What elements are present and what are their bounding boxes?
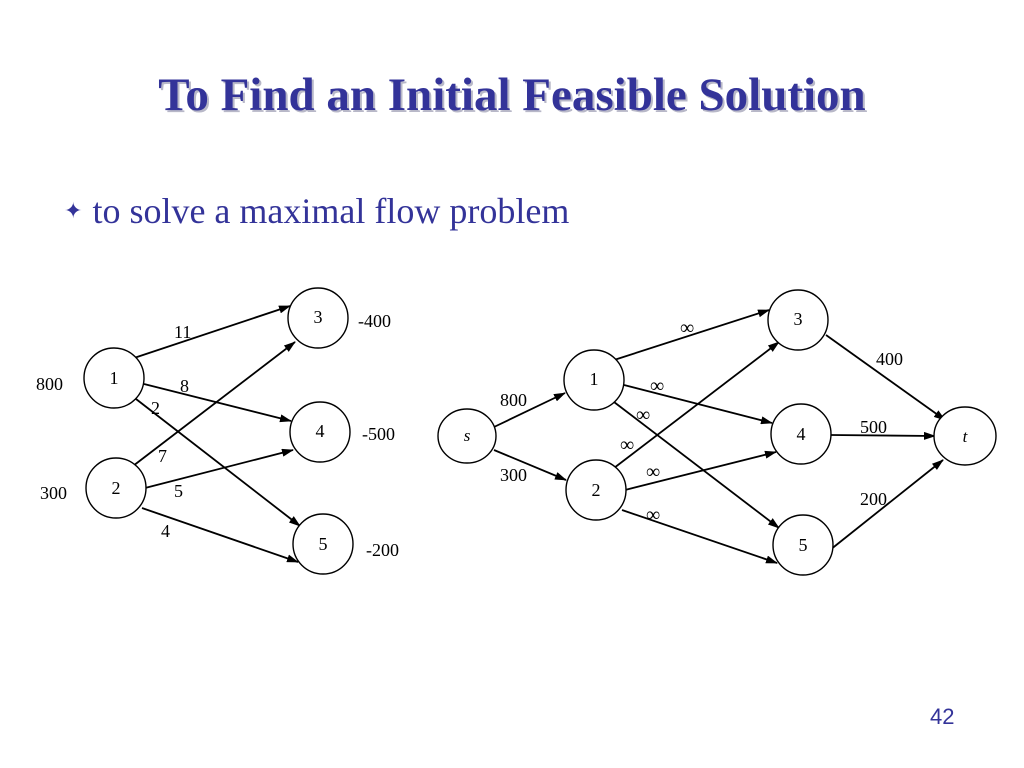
node-label: 5 xyxy=(319,534,328,554)
demand-node-3: -400 xyxy=(358,311,391,331)
edge-label-2-4: 5 xyxy=(174,481,183,501)
edge-2-5 xyxy=(141,507,299,563)
edge-label-1-4: 8 xyxy=(180,376,189,396)
edge-2-4 xyxy=(144,448,294,489)
edge-1-5 xyxy=(135,398,301,527)
page-number: 42 xyxy=(930,704,955,729)
node-5: 5 xyxy=(292,513,354,575)
edge-label-2-5: 4 xyxy=(161,521,170,541)
edge-label-1-5: 2 xyxy=(151,398,160,418)
edge-label-2-4: ∞ xyxy=(646,461,660,483)
edge-1-5 xyxy=(613,401,780,529)
supply-node-1: 800 xyxy=(36,374,63,394)
edge-2-3 xyxy=(613,341,780,469)
node-label: 3 xyxy=(314,307,323,327)
edge-s-2 xyxy=(493,449,567,481)
edge-label-1-3: ∞ xyxy=(680,317,694,339)
node-3: 3 xyxy=(287,287,349,349)
edge-1-4 xyxy=(143,383,292,423)
edge-label-1-3: 11 xyxy=(174,322,191,342)
node-label: 4 xyxy=(316,421,325,441)
node-label: 3 xyxy=(794,309,803,329)
node-2: 2 xyxy=(85,457,147,519)
edge-5-t xyxy=(829,459,944,551)
node-label: 1 xyxy=(110,368,119,388)
node-4: 4 xyxy=(770,403,832,465)
node-label: s xyxy=(464,426,471,445)
maximal-flow-network-diagram: 800 300 ∞ ∞ ∞ ∞ ∞ ∞ 400 500 200 s 1 2 xyxy=(437,289,997,576)
edge-label-s-1: 800 xyxy=(500,390,527,410)
edge-label-2-5: ∞ xyxy=(646,504,660,526)
demand-node-4: -500 xyxy=(362,424,395,444)
edge-label-1-4: ∞ xyxy=(650,375,664,397)
edge-4-t xyxy=(830,431,936,440)
node-label: 4 xyxy=(797,424,806,444)
node-5: 5 xyxy=(772,514,834,576)
edge-label-1-5: ∞ xyxy=(636,404,650,426)
node-label: t xyxy=(963,427,969,446)
node-1: 1 xyxy=(563,349,625,411)
node-2: 2 xyxy=(565,459,627,521)
edge-3-t xyxy=(825,334,946,421)
demand-node-5: -200 xyxy=(366,540,399,560)
edge-label-3-t: 400 xyxy=(876,349,903,369)
edge-2-5 xyxy=(621,509,778,564)
edge-label-5-t: 200 xyxy=(860,489,887,509)
node-label: 5 xyxy=(799,535,808,555)
node-s: s xyxy=(437,408,497,464)
edge-label-s-2: 300 xyxy=(500,465,527,485)
slide-title: To Find an Initial Feasible Solution xyxy=(158,69,866,121)
bullet-point: ✦ to solve a maximal flow problem xyxy=(64,190,569,232)
node-label: 2 xyxy=(112,478,121,498)
edge-label-4-t: 500 xyxy=(860,417,887,437)
transportation-network-diagram: 11 8 2 7 5 4 1 2 3 4 xyxy=(36,287,399,575)
edge-2-4 xyxy=(624,450,777,491)
node-1: 1 xyxy=(83,347,145,409)
node-label: 2 xyxy=(592,480,601,500)
node-3: 3 xyxy=(767,289,829,351)
bullet-text: to solve a maximal flow problem xyxy=(92,191,570,231)
edge-label-2-3: 7 xyxy=(158,446,167,466)
network-diagrams: 11 8 2 7 5 4 1 2 3 4 xyxy=(36,287,997,576)
node-4: 4 xyxy=(289,401,351,463)
node-t: t xyxy=(933,406,997,466)
four-point-star-icon: ✦ xyxy=(64,199,83,224)
supply-node-2: 300 xyxy=(40,483,67,503)
edge-s-1 xyxy=(493,392,566,428)
edge-1-3 xyxy=(613,309,770,361)
edge-2-3 xyxy=(132,341,296,467)
edge-1-3 xyxy=(133,305,291,359)
node-label: 1 xyxy=(590,369,599,389)
edge-label-2-3: ∞ xyxy=(620,434,634,456)
